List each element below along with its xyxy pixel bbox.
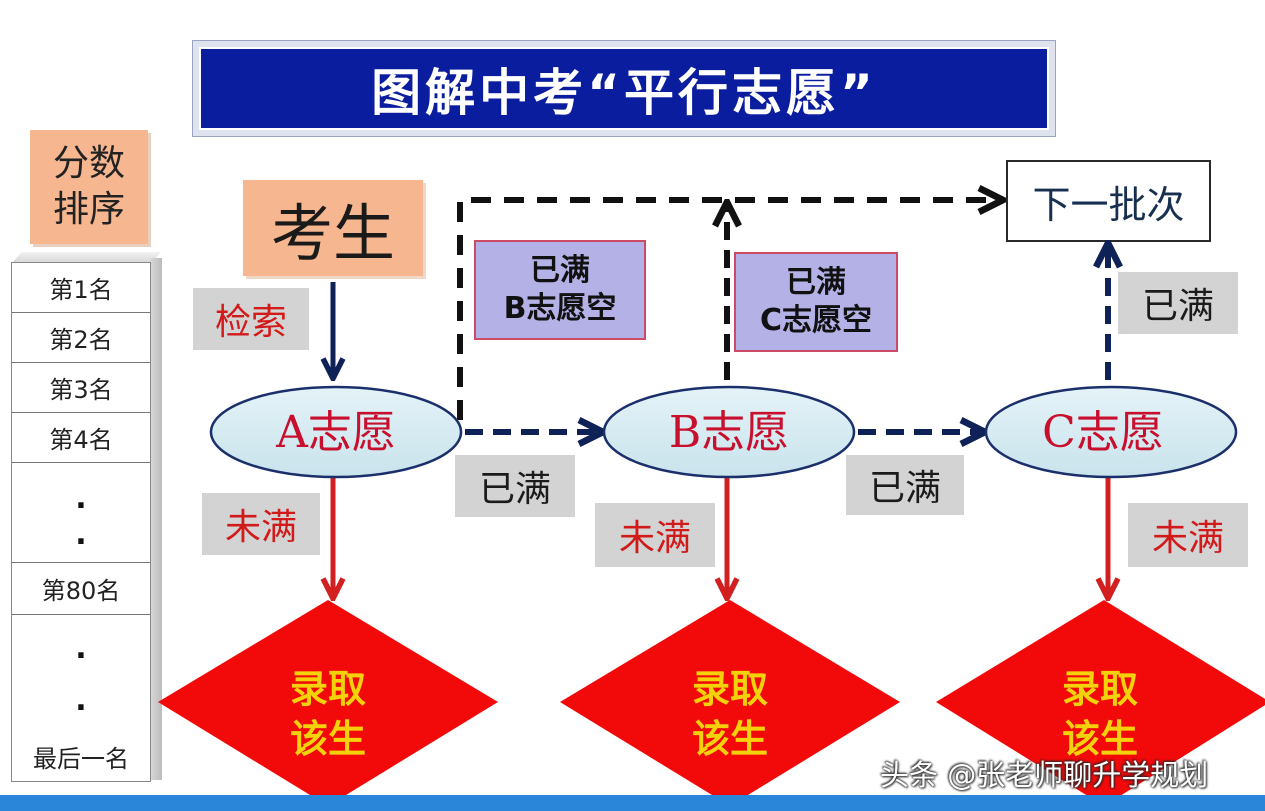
full-label-b-to-c: 已满 — [846, 455, 964, 515]
rank-dot: . — [75, 517, 87, 552]
rank-column-top-face — [11, 252, 161, 264]
choice-a-node: A志愿 — [209, 385, 463, 479]
rank-cell-last: 最后一名 — [33, 744, 129, 773]
watermark: 头条 @张老师聊升学规划 — [880, 758, 1209, 792]
full-label-c-up: 已满 — [1118, 272, 1238, 334]
not-full-label-c: 未满 — [1128, 503, 1248, 567]
info-b-line2: B志愿空 — [503, 291, 617, 326]
admit-diamond-b: 录取 该生 — [560, 600, 900, 806]
choice-b-label: B志愿 — [669, 407, 789, 458]
page-title: 图解中考“平行志愿” — [199, 47, 1049, 130]
admit-b-line2: 该生 — [692, 716, 768, 761]
rank-column: 第1名 第2名 第3名 第4名 . . 第80名 . . 最后一名 — [11, 262, 151, 782]
info-c-line2: C志愿空 — [759, 303, 873, 338]
rank-dot: . — [75, 683, 87, 718]
rank-dot: . — [75, 631, 87, 666]
rank-cell-1: 第1名 — [12, 263, 150, 313]
admit-a-line2: 该生 — [290, 716, 366, 761]
not-full-label-b: 未满 — [595, 503, 715, 567]
rank-cell-80: 第80名 — [12, 563, 150, 615]
full-label-a-to-b: 已满 — [455, 455, 575, 517]
rank-cell-4: 第4名 — [12, 413, 150, 463]
dashed-path-a-to-next — [457, 200, 1000, 420]
choice-a-label: A志愿 — [275, 407, 396, 458]
rank-cell-3: 第3名 — [12, 363, 150, 413]
choice-c-label: C志愿 — [1042, 407, 1164, 458]
choice-b-node: B志愿 — [602, 385, 856, 479]
rank-dot: . — [75, 481, 87, 516]
rank-gap-upper — [12, 463, 150, 563]
not-full-label-a: 未满 — [202, 493, 320, 555]
info-c-line1: 已满 — [786, 265, 846, 300]
info-box-b-empty: 已满 B志愿空 — [474, 240, 646, 340]
score-sort-box: 分数 排序 — [30, 130, 148, 244]
next-batch-box: 下一批次 — [1006, 160, 1211, 242]
admit-c-line2: 该生 — [1062, 716, 1138, 761]
admit-diamond-c: 录取 该生 — [936, 600, 1265, 806]
search-label: 检索 — [193, 288, 309, 350]
admit-b-line1: 录取 — [692, 666, 768, 711]
score-sort-line2: 排序 — [52, 189, 125, 230]
admit-diamond-a: 录取 该生 — [158, 600, 498, 806]
admit-c-line1: 录取 — [1062, 666, 1138, 711]
info-b-line1: 已满 — [530, 253, 590, 288]
info-box-c-empty: 已满 C志愿空 — [734, 252, 898, 352]
title-banner: 图解中考“平行志愿” — [192, 40, 1056, 137]
rank-column-side-face — [150, 258, 162, 780]
admit-a-line1: 录取 — [290, 666, 366, 711]
rank-cell-2: 第2名 — [12, 313, 150, 363]
bottom-stripe — [0, 795, 1265, 811]
student-box: 考生 — [243, 180, 423, 276]
score-sort-line1: 分数 — [52, 143, 125, 184]
choice-c-node: C志愿 — [984, 385, 1238, 479]
